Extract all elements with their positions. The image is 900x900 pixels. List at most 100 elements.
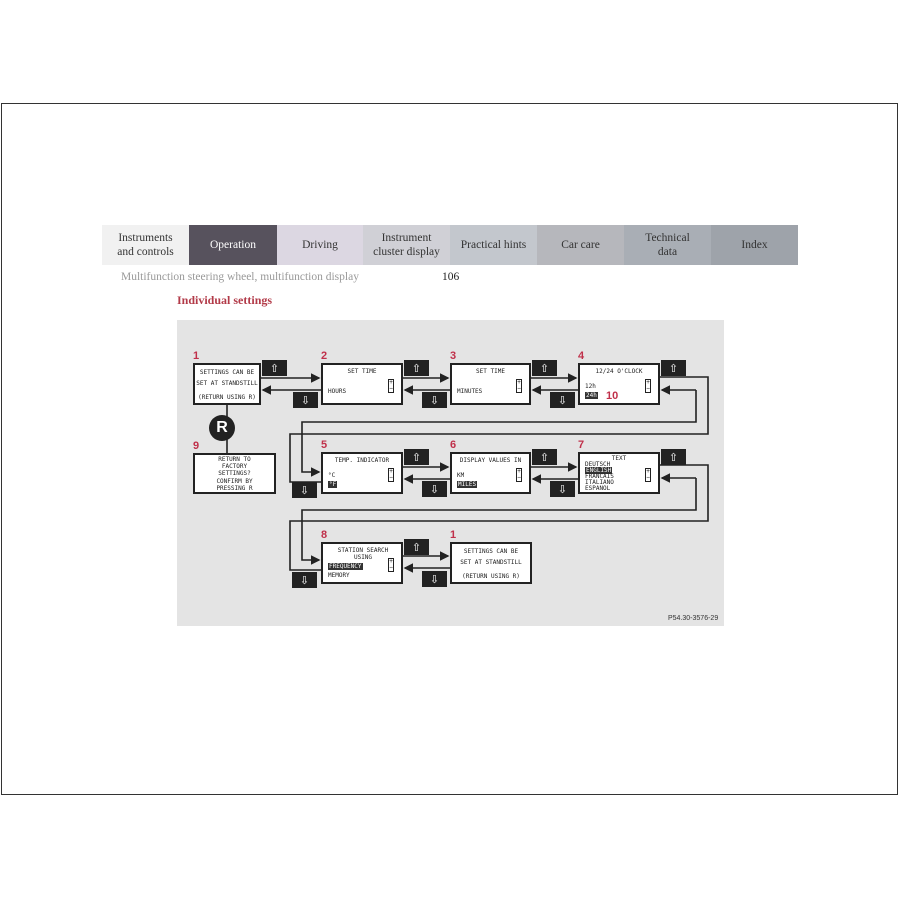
callout-10: 10 — [606, 390, 619, 402]
breadcrumb: Multifunction steering wheel, multifunct… — [121, 271, 359, 283]
step-number: 9 — [193, 440, 200, 452]
up-arrow-icon: ⇧ — [532, 360, 557, 376]
tab-5[interactable]: Car care — [537, 225, 624, 265]
screen-title: SET TIME — [347, 368, 377, 375]
up-arrow-icon: ⇧ — [404, 539, 429, 555]
option-selected: MILES — [457, 481, 478, 488]
step-number: 7 — [578, 439, 585, 451]
page-frame — [1, 103, 898, 795]
down-arrow-icon: ⇩ — [422, 481, 447, 497]
display-screen: SETTINGS CAN BE SET AT STANDSTILL (RETURN … — [450, 542, 532, 584]
plus-minus-icon: +− — [645, 468, 651, 482]
screen-title: STATION SEARCH USING — [337, 547, 389, 561]
option-item: HOURS — [328, 388, 346, 395]
option-label: °C — [328, 472, 336, 479]
option-item: ESPANOL — [585, 486, 610, 492]
step-number: 5 — [321, 439, 328, 451]
tab-4[interactable]: Practical hints — [450, 225, 537, 265]
option-item: DEUTSCH — [585, 462, 610, 468]
option-item: KM — [457, 472, 464, 479]
display-screen: SET TIME HOURS +− — [321, 363, 403, 405]
figure-code: P54.30-3576-29 — [668, 615, 719, 622]
screen-text: SETTINGS? — [218, 470, 251, 477]
screen-text: PRESSING R — [216, 485, 253, 492]
down-arrow-icon: ⇩ — [292, 482, 317, 498]
down-arrow-icon: ⇩ — [550, 481, 575, 497]
option-label: FRANCAIS — [585, 473, 614, 480]
down-arrow-icon: ⇩ — [422, 571, 447, 587]
up-arrow-icon: ⇧ — [661, 449, 686, 465]
step-number: 1 — [450, 529, 457, 541]
up-arrow-icon: ⇧ — [404, 449, 429, 465]
step-number: 6 — [450, 439, 457, 451]
step-number: 4 — [578, 350, 585, 362]
plus-minus-icon: +− — [645, 379, 651, 393]
option-selected: ENGLISH — [585, 467, 613, 474]
screen-text: SETTINGS CAN BE — [199, 369, 255, 376]
step-number: 8 — [321, 529, 328, 541]
option-label: DEUTSCH — [585, 461, 611, 468]
option-item: °C — [328, 472, 335, 479]
screen-text: (RETURN USING R) — [198, 394, 256, 401]
step-number: 2 — [321, 350, 328, 362]
display-screen: STATION SEARCH USING FREQUENCY MEMORY +− — [321, 542, 403, 584]
screen-title: DISPLAY VALUES IN — [459, 457, 522, 464]
plus-minus-icon: +− — [516, 468, 522, 482]
down-arrow-icon: ⇩ — [422, 392, 447, 408]
screen-title: TEXT — [611, 455, 627, 462]
up-arrow-icon: ⇧ — [262, 360, 287, 376]
step-number: 1 — [193, 350, 200, 362]
display-screen: TEMP. INDICATOR°C°F+− — [321, 452, 403, 494]
tab-6[interactable]: Technical data — [624, 225, 711, 265]
option-label: HOURS — [328, 388, 347, 395]
option-item: ITALIANO — [585, 480, 614, 486]
option-item: 12h — [585, 383, 596, 390]
option-label: KM — [457, 472, 465, 479]
down-arrow-icon: ⇩ — [550, 392, 575, 408]
option-label: 24h — [585, 392, 598, 399]
option-label: 12h — [585, 383, 596, 390]
page-number: 106 — [442, 271, 460, 283]
screen-text: SET AT STANDSTILL — [196, 380, 258, 387]
tab-0[interactable]: Instruments and controls — [102, 225, 189, 265]
option-item: FRANCAIS — [585, 474, 614, 480]
option-label: ENGLISH — [585, 467, 613, 474]
option-item: MEMORY — [328, 572, 350, 579]
option-label: °F — [328, 481, 338, 488]
tab-1[interactable]: Operation — [189, 225, 277, 265]
screen-text: FACTORY — [221, 463, 248, 470]
screen-text: (RETURN USING R) — [462, 573, 520, 580]
plus-minus-icon: +− — [388, 379, 394, 393]
screen-text: RETURN TO — [218, 456, 251, 463]
plus-minus-icon: +− — [516, 379, 522, 393]
option-label: ITALIANO — [585, 479, 614, 486]
display-screen: 12/24 O'CLOCK 12h 24h +− 10 — [578, 363, 660, 405]
display-screen: DISPLAY VALUES IN KM MILES +− — [450, 452, 531, 494]
screen-text: SETTINGS CAN BE — [463, 548, 519, 555]
up-arrow-icon: ⇧ — [532, 449, 557, 465]
option-item: MINUTES — [457, 388, 482, 395]
screen-text: SET AT STANDSTILL — [460, 559, 522, 566]
option-label: ESPANOL — [585, 485, 611, 492]
tab-2[interactable]: Driving — [277, 225, 363, 265]
section-title: Individual settings — [177, 293, 273, 307]
screen-text: CONFIRM BY — [216, 478, 253, 485]
screen-title: 12/24 O'CLOCK — [595, 368, 643, 375]
up-arrow-icon: ⇧ — [661, 360, 686, 376]
plus-minus-icon: +− — [388, 558, 394, 572]
option-label: FREQUENCY — [328, 563, 363, 570]
option-label: MEMORY — [328, 572, 350, 579]
down-arrow-icon: ⇩ — [292, 572, 317, 588]
option-selected: FREQUENCY — [328, 563, 363, 570]
tab-7[interactable]: Index — [711, 225, 798, 265]
display-screen: SETTINGS CAN BE SET AT STANDSTILL (RETURN … — [193, 363, 261, 405]
option-label: MILES — [457, 481, 478, 488]
tab-3[interactable]: Instrument cluster display — [363, 225, 450, 265]
display-screen: SET TIME MINUTES +− — [450, 363, 531, 405]
option-selected: 24h — [585, 392, 598, 399]
screen-title: SET TIME — [476, 368, 505, 375]
plus-minus-icon: +− — [388, 468, 394, 482]
option-label: MINUTES — [457, 388, 483, 395]
